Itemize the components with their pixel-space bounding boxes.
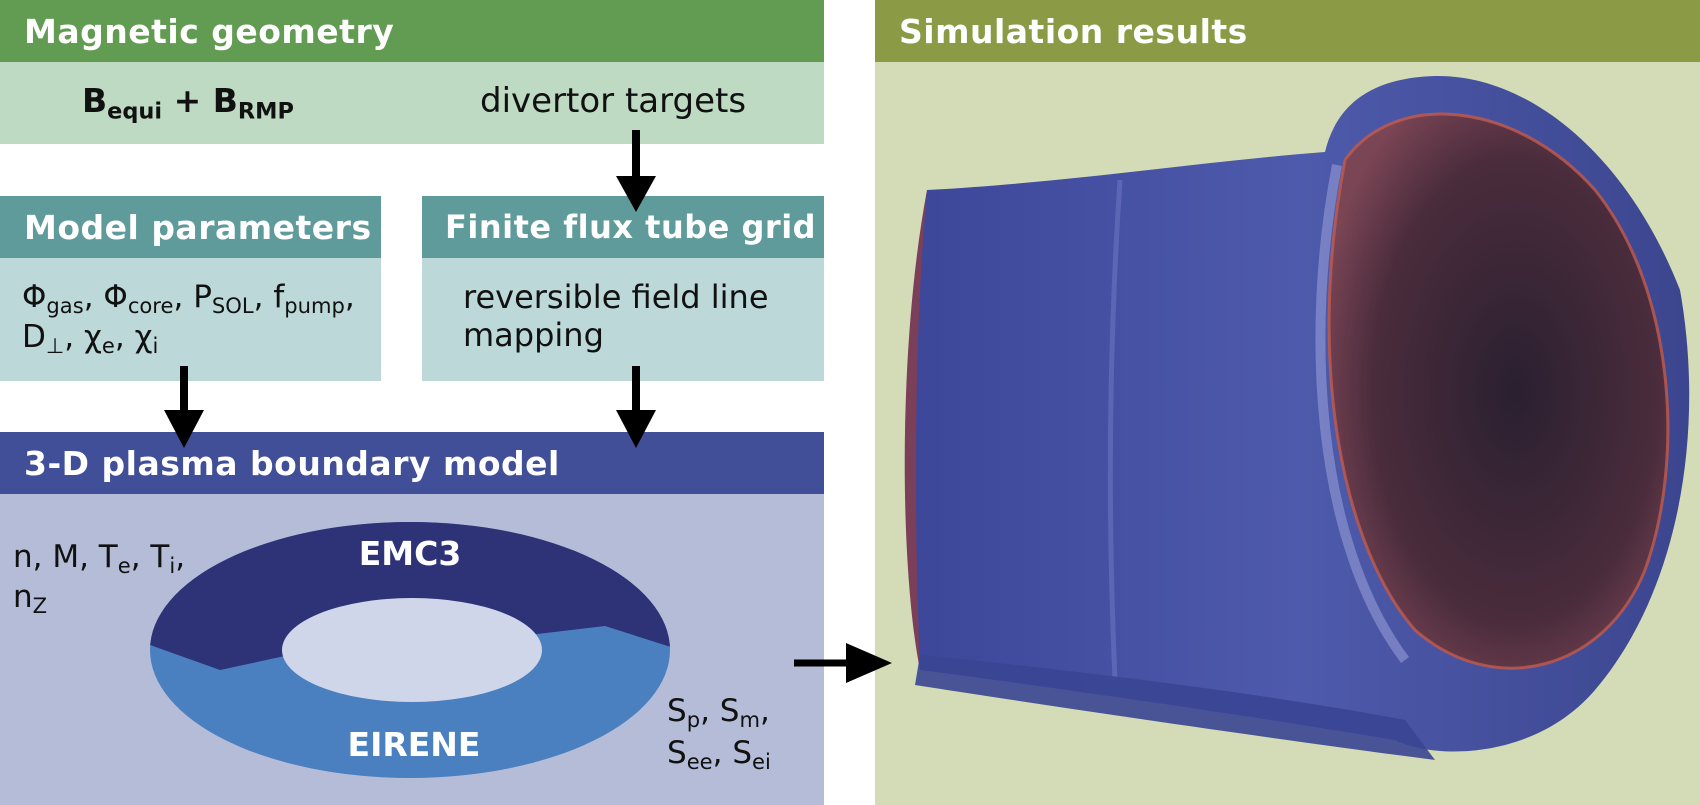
model-header: 3-D plasma boundary model bbox=[0, 432, 824, 494]
results-title: Simulation results bbox=[899, 11, 1248, 51]
grid-body: reversible field line mapping bbox=[422, 258, 824, 381]
plasma-variables-line-1: n, M, Te, Ti, bbox=[13, 539, 186, 578]
arrow-params-to-model bbox=[164, 366, 204, 448]
ring-hole bbox=[282, 598, 542, 702]
rim-highlight bbox=[1315, 164, 1410, 663]
plasma-variables-line-2: nZ bbox=[13, 579, 48, 618]
arrow-divertor-to-grid bbox=[616, 130, 656, 212]
params-body: Φgas, Φcore, PSOL, fpump, D⊥, χe, χi bbox=[0, 258, 381, 381]
geometry-title: Magnetic geometry bbox=[24, 11, 395, 51]
torus-sector-render bbox=[904, 75, 1690, 760]
source-terms-line-2: See, Sei bbox=[667, 735, 771, 774]
toroidal-seam bbox=[1107, 179, 1123, 681]
emc3-label: EMC3 bbox=[359, 534, 462, 573]
opening-rim bbox=[1327, 112, 1670, 670]
grid-line-1: reversible field line bbox=[463, 278, 769, 316]
params-header: Model parameters bbox=[0, 196, 381, 258]
right-opening bbox=[1329, 114, 1668, 669]
emc3-eirene-ring: EMC3 EIRENE bbox=[150, 522, 670, 778]
grid-title: Finite flux tube grid bbox=[445, 208, 817, 246]
source-terms-line-1: Sp, Sm, bbox=[667, 693, 770, 732]
params-line-2: D⊥, χe, χi bbox=[22, 319, 159, 358]
arrow-grid-to-model bbox=[616, 366, 656, 448]
grid-line-2: mapping bbox=[463, 316, 604, 354]
b-field-formula: Bequi + BRMP bbox=[82, 81, 294, 125]
model-title: 3-D plasma boundary model bbox=[24, 443, 560, 483]
arrow-model-to-results bbox=[794, 643, 892, 683]
params-title: Model parameters bbox=[24, 207, 372, 247]
results-header: Simulation results bbox=[875, 0, 1700, 62]
geometry-body: Bequi + BRMP divertor targets bbox=[0, 62, 824, 144]
left-opening bbox=[904, 190, 927, 670]
eirene-label: EIRENE bbox=[348, 725, 481, 764]
divertor-targets-label: divertor targets bbox=[480, 81, 747, 121]
grid-header: Finite flux tube grid bbox=[422, 196, 824, 258]
divertor-plates bbox=[915, 655, 1435, 760]
emc3-region bbox=[150, 522, 670, 670]
geometry-header: Magnetic geometry bbox=[0, 0, 824, 62]
params-line-1: Φgas, Φcore, PSOL, fpump, bbox=[22, 279, 355, 318]
